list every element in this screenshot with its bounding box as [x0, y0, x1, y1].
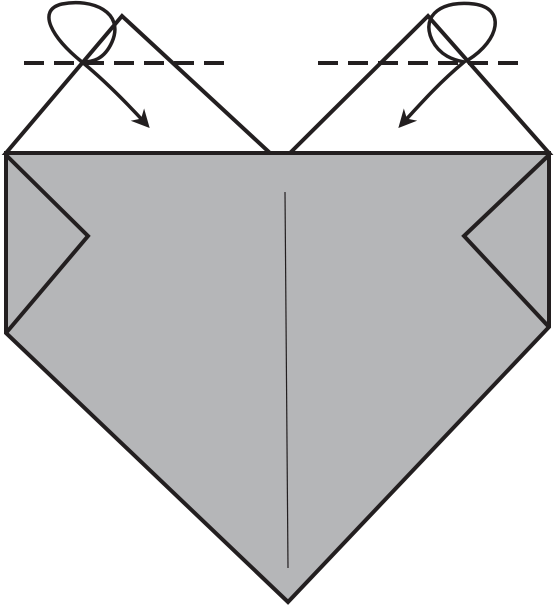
- right-side-pocket: [461, 153, 551, 329]
- right-flap: [285, 13, 554, 155]
- left-side-pocket: [4, 153, 91, 335]
- center-crease: [284, 191, 289, 569]
- heart-body: [3, 151, 551, 605]
- right-fold-arrow: [398, 1, 497, 129]
- left-fold-arrow: [47, 1, 150, 129]
- left-flap: [1, 13, 276, 155]
